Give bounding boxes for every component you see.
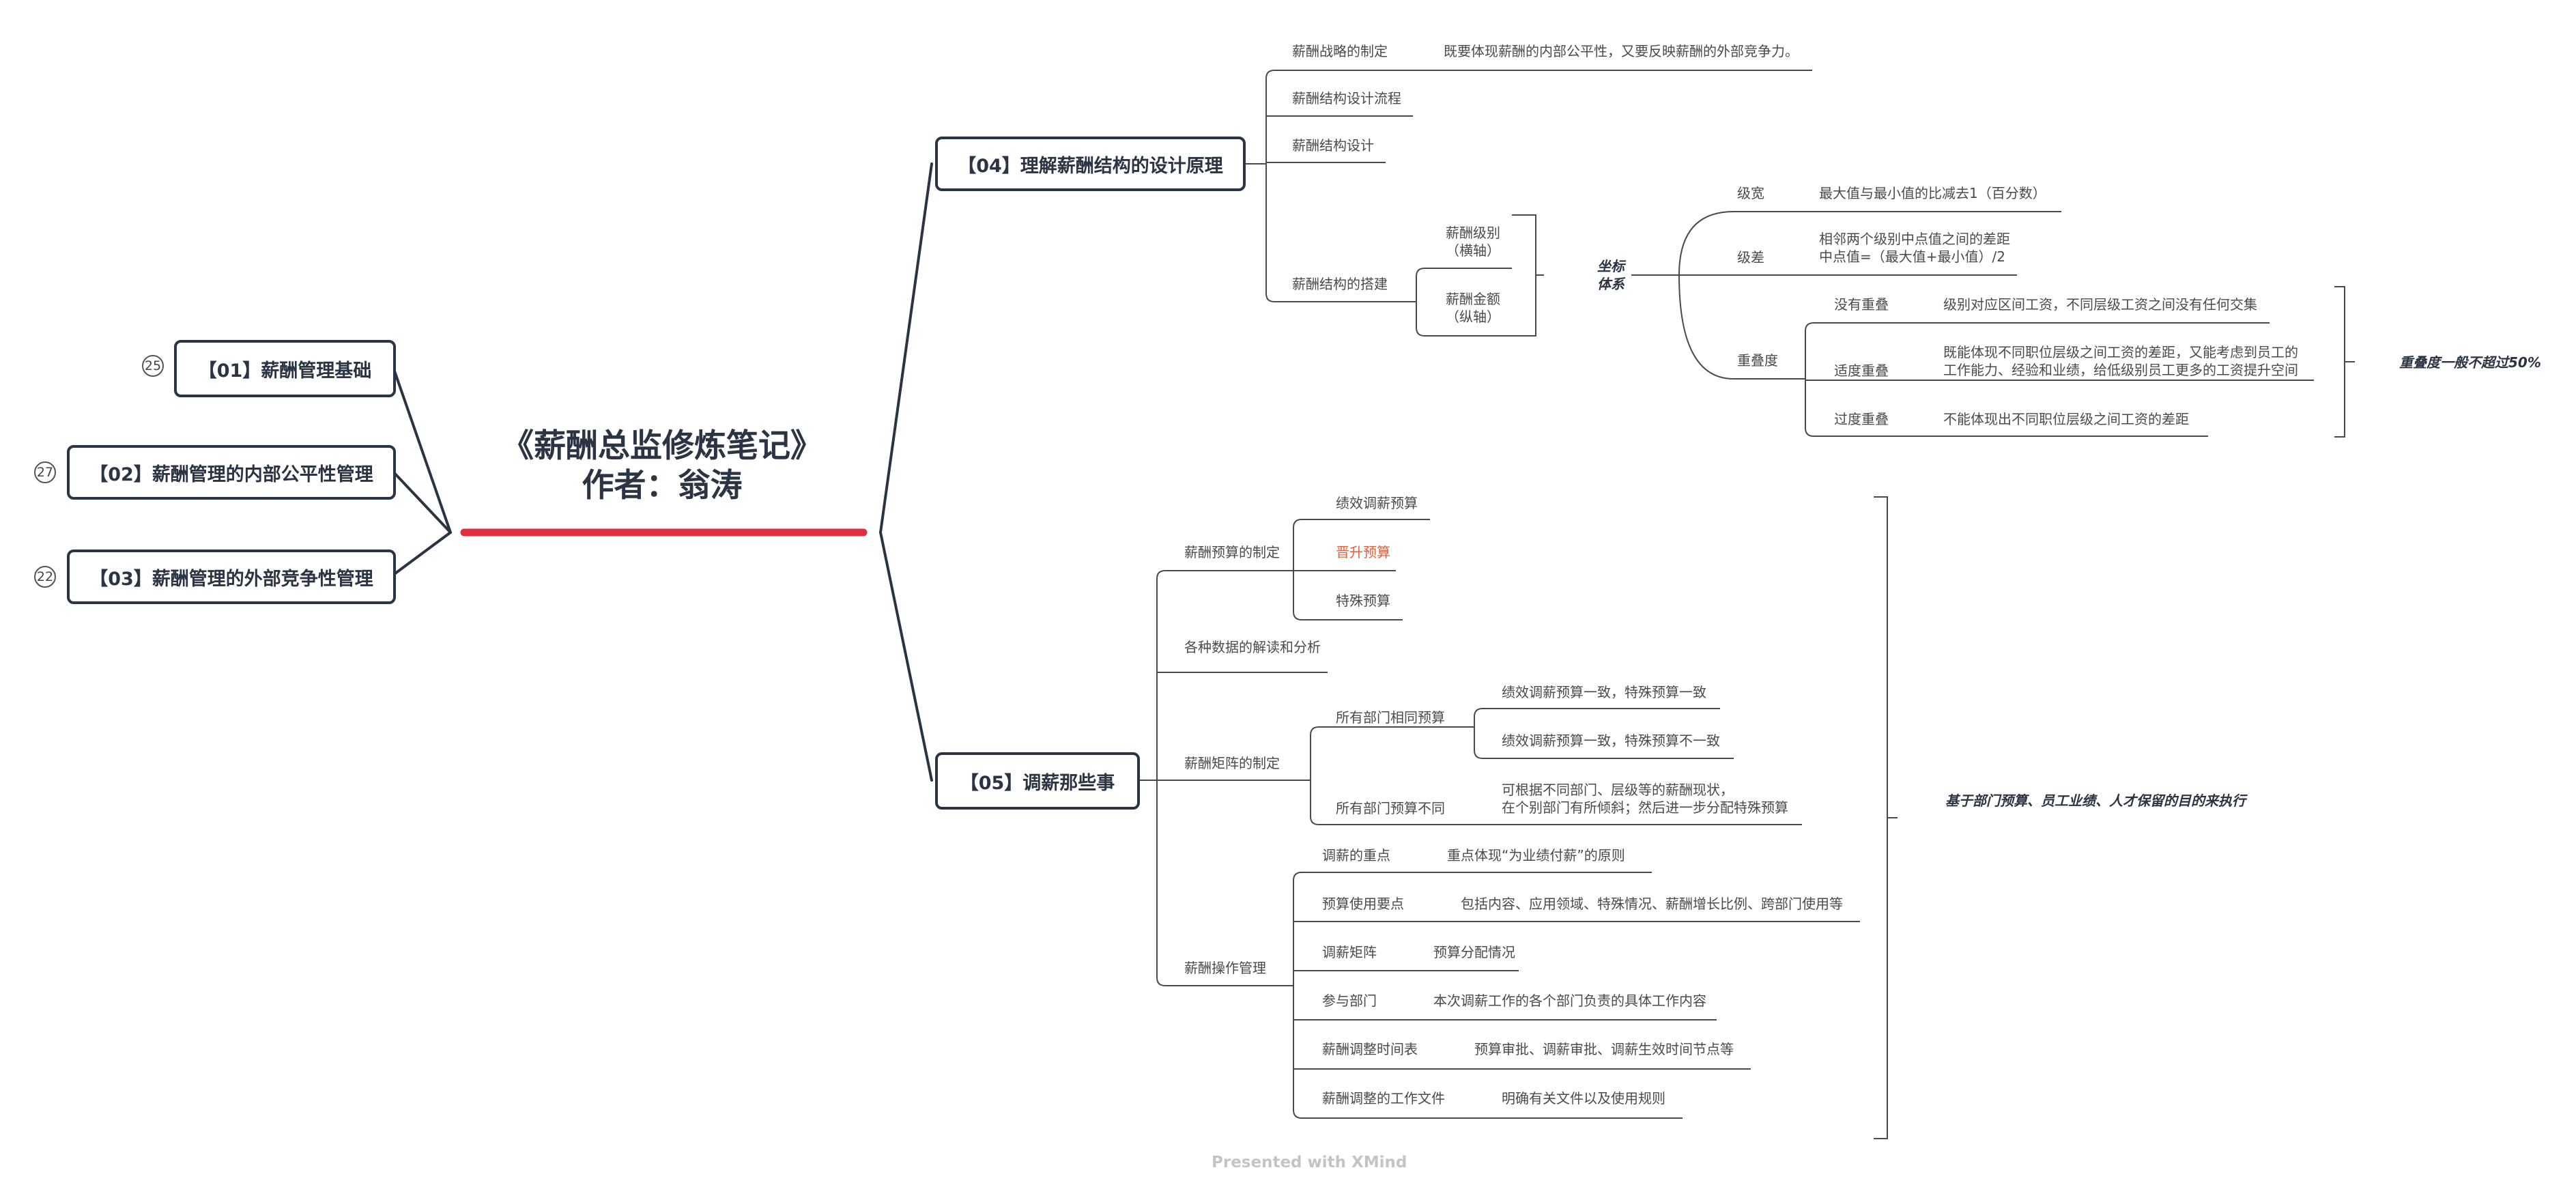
structure-flow-node[interactable]: 薪酬结构设计流程 bbox=[1292, 90, 1401, 106]
overlap-node[interactable]: 重叠度 bbox=[1737, 352, 1778, 369]
budget-item-special[interactable]: 特殊预算 bbox=[1336, 592, 1390, 609]
root-author: 作者：翁涛 bbox=[582, 467, 743, 504]
grade-width-node[interactable]: 级宽 bbox=[1737, 185, 1764, 201]
overlap-summary[interactable]: 重叠度一般不超过50% bbox=[2399, 354, 2541, 371]
ops-item-value[interactable]: 重点体现“为业绩付薪”的原则 bbox=[1447, 847, 1625, 863]
moderate-overlap-node[interactable]: 适度重叠 bbox=[1834, 362, 1889, 379]
axis-amount-node[interactable]: 薪酬金额 （纵轴） bbox=[1446, 291, 1500, 325]
topic-04[interactable]: 【04】理解薪酬结构的设计原理 bbox=[935, 137, 1246, 191]
grade-diff-node[interactable]: 级差 bbox=[1737, 249, 1764, 266]
diff-budget-desc[interactable]: 可根据不同部门、层级等的薪酬现状， 在个别部门有所倾斜；然后进一步分配特殊预算 bbox=[1502, 782, 1788, 816]
ops-item-key[interactable]: 调薪矩阵 bbox=[1322, 944, 1377, 960]
ops-item-value[interactable]: 本次调薪工作的各个部门负责的具体工作内容 bbox=[1433, 993, 1706, 1009]
xmind-watermark: Presented with XMind bbox=[1212, 1154, 1407, 1171]
ops-item-value[interactable]: 预算分配情况 bbox=[1433, 944, 1515, 960]
root-title: 《薪酬总监修炼笔记》 bbox=[502, 427, 822, 465]
strategy-node[interactable]: 薪酬战略的制定 bbox=[1292, 43, 1388, 59]
axis-level-node[interactable]: 薪酬级别 （横轴） bbox=[1446, 225, 1500, 259]
ops-node[interactable]: 薪酬操作管理 bbox=[1184, 960, 1266, 976]
moderate-overlap-desc[interactable]: 既能体现不同职位层级之间工资的差距，又能考虑到员工的 工作能力、经验和业绩，给低… bbox=[1943, 344, 2298, 378]
excess-overlap-node[interactable]: 过度重叠 bbox=[1834, 411, 1889, 427]
ops-item-key[interactable]: 预算使用要点 bbox=[1322, 896, 1404, 912]
topic-01[interactable]: 【01】薪酬管理基础 bbox=[174, 340, 396, 397]
topic-03-label: 【03】薪酬管理的外部竞争性管理 bbox=[89, 568, 373, 590]
adjustment-summary[interactable]: 基于部门预算、员工业绩、人才保留的目的来执行 bbox=[1945, 793, 2246, 809]
budget-item-performance[interactable]: 绩效调薪预算 bbox=[1336, 495, 1418, 511]
budget-item-promotion[interactable]: 晋升预算 bbox=[1336, 544, 1390, 560]
topic-01-label: 【01】薪酬管理基础 bbox=[198, 360, 372, 382]
ops-item-key[interactable]: 调薪的重点 bbox=[1322, 847, 1390, 863]
topic-03-count-badge[interactable]: 22 bbox=[34, 566, 56, 588]
topic-03[interactable]: 【03】薪酬管理的外部竞争性管理 bbox=[67, 549, 396, 604]
ops-item-value[interactable]: 包括内容、应用领域、特殊情况、薪酬增长比例、跨部门使用等 bbox=[1461, 896, 1843, 912]
topic-02[interactable]: 【02】薪酬管理的内部公平性管理 bbox=[67, 445, 396, 500]
budget-node[interactable]: 薪酬预算的制定 bbox=[1184, 544, 1280, 560]
no-overlap-desc[interactable]: 级别对应区间工资，不同层级工资之间没有任何交集 bbox=[1943, 296, 2257, 313]
structure-design-node[interactable]: 薪酬结构设计 bbox=[1292, 137, 1374, 154]
topic-05[interactable]: 【05】调薪那些事 bbox=[935, 752, 1140, 810]
structure-build-node[interactable]: 薪酬结构的搭建 bbox=[1292, 276, 1388, 292]
coordinate-system-node[interactable]: 坐标 体系 bbox=[1597, 258, 1625, 292]
same-budget-item-2[interactable]: 绩效调薪预算一致，特殊预算不一致 bbox=[1502, 732, 1720, 749]
grade-width-desc[interactable]: 最大值与最小值的比减去1（百分数） bbox=[1819, 185, 2046, 201]
ops-item-value[interactable]: 明确有关文件以及使用规则 bbox=[1502, 1090, 1665, 1107]
same-budget-item-1[interactable]: 绩效调薪预算一致，特殊预算一致 bbox=[1502, 684, 1706, 700]
ops-item-key[interactable]: 薪酬调整时间表 bbox=[1322, 1041, 1418, 1057]
no-overlap-node[interactable]: 没有重叠 bbox=[1834, 296, 1889, 313]
data-analysis-node[interactable]: 各种数据的解读和分析 bbox=[1184, 639, 1321, 655]
strategy-desc[interactable]: 既要体现薪酬的内部公平性，又要反映薪酬的外部竞争力。 bbox=[1444, 43, 1799, 59]
topic-02-count-badge[interactable]: 27 bbox=[34, 461, 56, 483]
same-budget-node[interactable]: 所有部门相同预算 bbox=[1336, 709, 1445, 726]
root-topic[interactable]: 《薪酬总监修炼笔记》 作者：翁涛 bbox=[478, 427, 846, 506]
ops-item-key[interactable]: 薪酬调整的工作文件 bbox=[1322, 1090, 1445, 1107]
topic-02-label: 【02】薪酬管理的内部公平性管理 bbox=[89, 463, 373, 485]
diff-budget-node[interactable]: 所有部门预算不同 bbox=[1336, 800, 1445, 816]
grade-diff-desc[interactable]: 相邻两个级别中点值之间的差距 中点值=（最大值+最小值）/2 bbox=[1819, 231, 2010, 265]
matrix-node[interactable]: 薪酬矩阵的制定 bbox=[1184, 755, 1280, 771]
topic-04-label: 【04】理解薪酬结构的设计原理 bbox=[958, 155, 1223, 177]
ops-item-key[interactable]: 参与部门 bbox=[1322, 993, 1377, 1009]
topic-05-label: 【05】调薪那些事 bbox=[960, 772, 1115, 794]
excess-overlap-desc[interactable]: 不能体现出不同职位层级之间工资的差距 bbox=[1943, 411, 2189, 427]
topic-01-count-badge[interactable]: 25 bbox=[142, 355, 164, 377]
ops-item-value[interactable]: 预算审批、调薪审批、调薪生效时间节点等 bbox=[1474, 1041, 1734, 1057]
